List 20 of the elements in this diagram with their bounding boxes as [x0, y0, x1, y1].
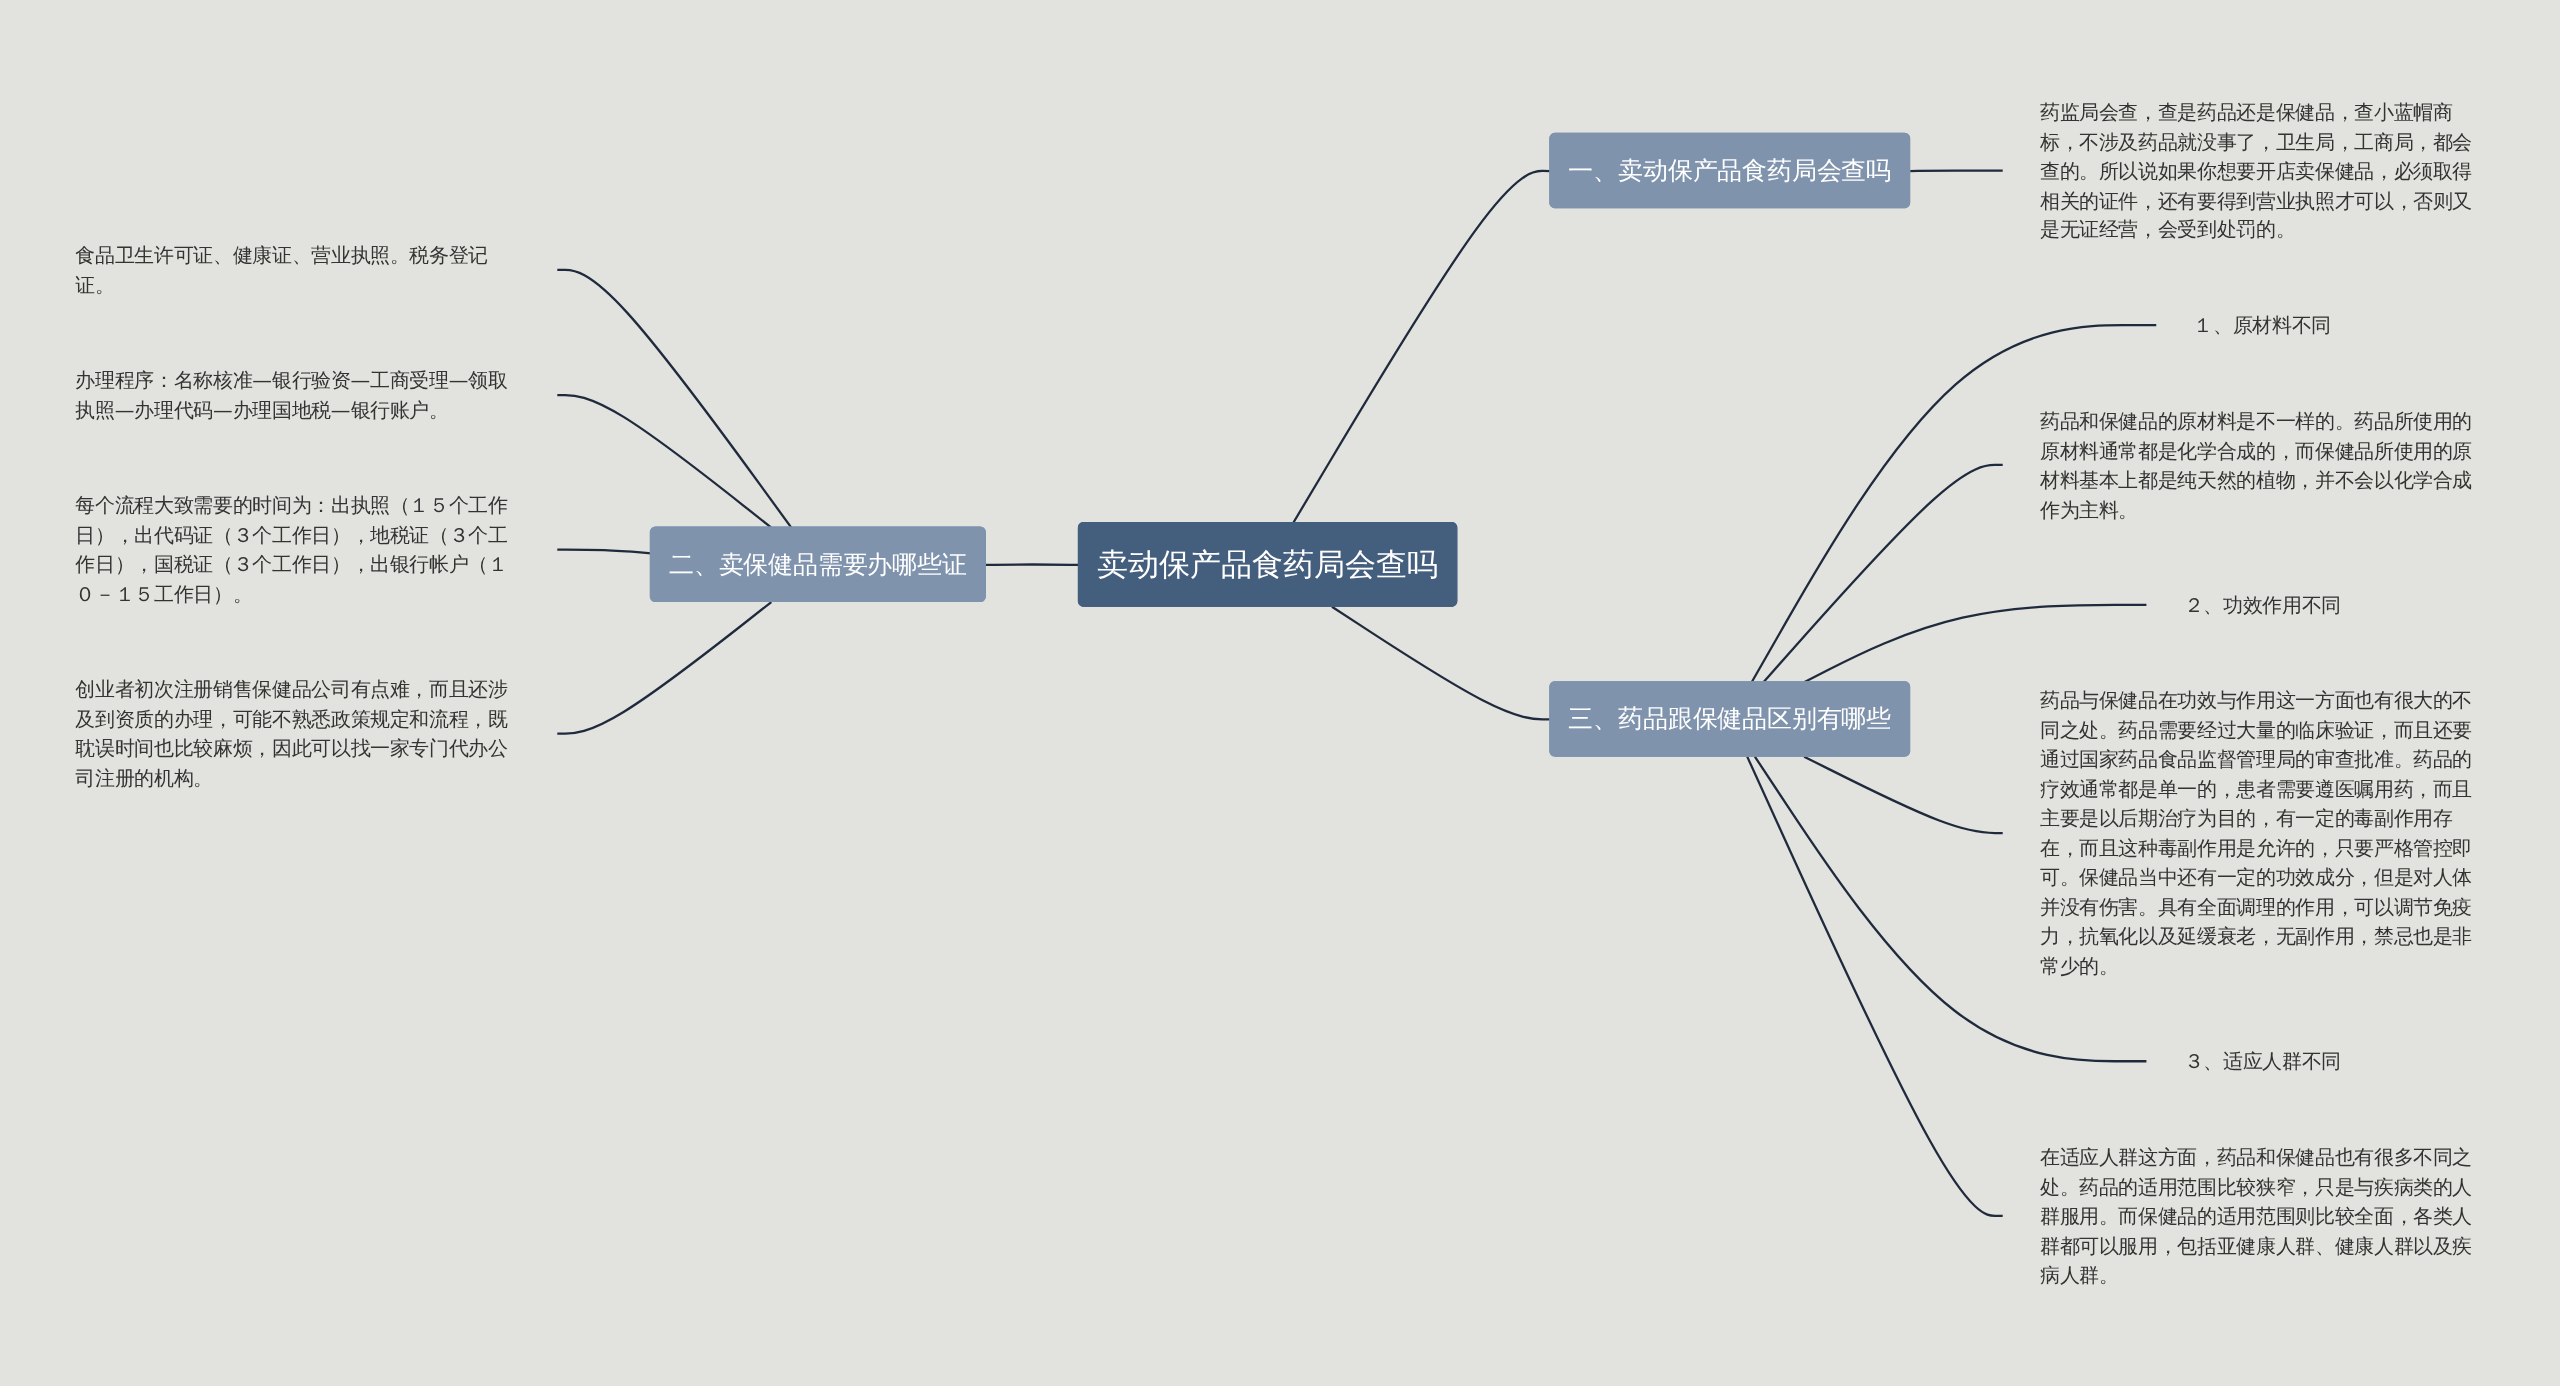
connector	[1746, 756, 2003, 1217]
node-text: ３、适应人群不同	[2183, 1049, 2341, 1073]
node-text: 药品和保健品的原材料是不一样的。药品所使用的原材料通常都是化学合成的，而保健品所使用的原材料基本上都是纯天然的植物，并不会以化学合成作为主料。	[2039, 408, 2473, 521]
connector	[985, 563, 1079, 566]
node-text: 创业者初次注册销售保健品公司有点难，而且还涉及到资质的办理，可能不熟悉政策规定和流程，既耽误时间也比较麻烦，因此可以找一家专门代办公司注册的机构。	[75, 677, 508, 789]
node-text: 食品卫生许可证、健康证、营业执照。税务登记证。	[75, 243, 489, 296]
connector	[1762, 463, 2003, 683]
connector	[1753, 755, 2147, 1063]
connector	[557, 601, 772, 735]
connector	[1750, 323, 2157, 683]
node-text: １、原材料不同	[2193, 313, 2331, 337]
node-text: 每个流程大致需要的时间为：出执照（１５个工作日），出代码证（３个工作日），地税证（３个工作日），国税证（３个工作日），出银行帐户（１０－１５工作日）。	[75, 493, 508, 605]
node-text: 药品与保健品在功效与作用这一方面也有很大的不同之处。药品需要经过大量的临床验证，而且还要通过国家药品食品监督管理局的审查批准。药品的疗效通常都是单一的，患者需要遵医嘱用药，而且主要是以后期治疗为目的，有一定的毒副作用存在，而且这种毒副作用是允许的，只要严格管控即可。保健品当中还有一定的功效成分，但是对人体并没有伤害。具有全面调理的作用，可以调节免疫力，抗氧化以及延缓衰老，无副作用，禁忌也是非常少的。	[2039, 688, 2473, 977]
node-text: 药监局会查，查是药品还是保健品，查小蓝帽商标，不涉及药品就没事了，卫生局，工商局，都会查的。所以说如果你想要开店卖保健品，必须取得相关的证件，还有要得到营业执照才可以，否则又是无证经营，会受到处罚的。	[2039, 99, 2473, 241]
connector	[557, 548, 651, 555]
connector	[1910, 169, 2003, 172]
connector	[1803, 755, 2003, 834]
node-text: ２、功效作用不同	[2183, 592, 2341, 616]
node-text: 在适应人群这方面，药品和保健品也有很多不同之处。药品的适用范围比较狭窄，只是与疾病类的人群服用。而保健品的适用范围则比较全面，各类人群都可以服用，包括亚健康人群、健康人群以及疾病人群。	[2039, 1145, 2473, 1286]
node-text: 办理程序：名称核准—银行验资—工商受理—领取执照—办理代码—办理国地税—银行账户。	[75, 368, 508, 421]
